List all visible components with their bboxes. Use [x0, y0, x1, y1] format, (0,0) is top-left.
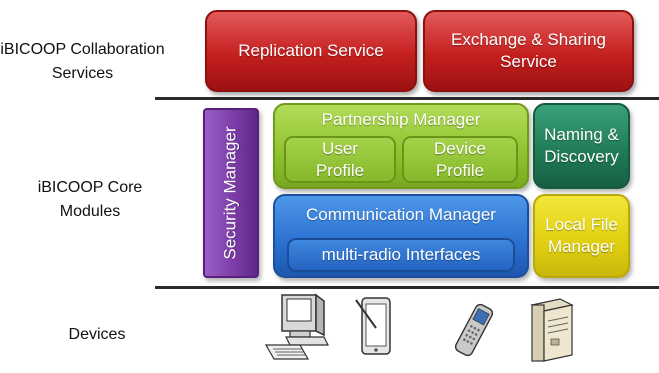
top-separator	[155, 97, 659, 100]
bottom-separator	[155, 286, 659, 289]
multi-radio-interfaces-label: multi-radio Interfaces	[321, 245, 481, 264]
device-profile-label: Device Profile	[434, 138, 486, 180]
naming-discovery-label: Naming & Discovery	[544, 125, 619, 166]
devices-layer-text: Devices	[68, 326, 126, 343]
user-profile-label: User Profile	[315, 138, 365, 180]
devices-layer-label: Devices	[52, 323, 142, 347]
security-manager-box: Security Manager	[203, 108, 259, 278]
local-file-manager-box: Local File Manager	[533, 194, 630, 278]
exchange-sharing-service-box: Exchange & Sharing Service	[423, 10, 634, 92]
communication-manager-label: Communication Manager	[306, 205, 496, 224]
services-layer-label: iBICOOP Collaboration Services	[0, 38, 165, 86]
communication-manager-box: Communication Manager multi-radio Interf…	[273, 194, 529, 278]
partnership-manager-label: Partnership Manager	[321, 110, 481, 129]
user-profile-box: User Profile	[284, 136, 396, 183]
core-layer-text: iBICOOP Core Modules	[37, 179, 143, 220]
replication-service-label: Replication Service	[238, 41, 384, 60]
naming-discovery-box: Naming & Discovery	[533, 103, 630, 189]
core-layer-label: iBICOOP Core Modules	[30, 176, 150, 224]
partnership-manager-box: Partnership Manager User Profile Device …	[273, 103, 529, 189]
mobile-phone-icon	[454, 303, 494, 357]
desktop-computer-icon	[264, 293, 329, 360]
device-profile-box: Device Profile	[402, 136, 518, 183]
server-icon	[530, 298, 574, 362]
multi-radio-interfaces-box: multi-radio Interfaces	[287, 238, 515, 272]
replication-service-box: Replication Service	[205, 10, 417, 92]
security-manager-label: Security Manager	[221, 126, 241, 260]
tablet-icon	[355, 297, 391, 355]
exchange-sharing-service-label: Exchange & Sharing Service	[451, 30, 606, 71]
services-layer-text: iBICOOP Collaboration Services	[0, 41, 165, 82]
local-file-manager-label: Local File Manager	[545, 215, 618, 256]
